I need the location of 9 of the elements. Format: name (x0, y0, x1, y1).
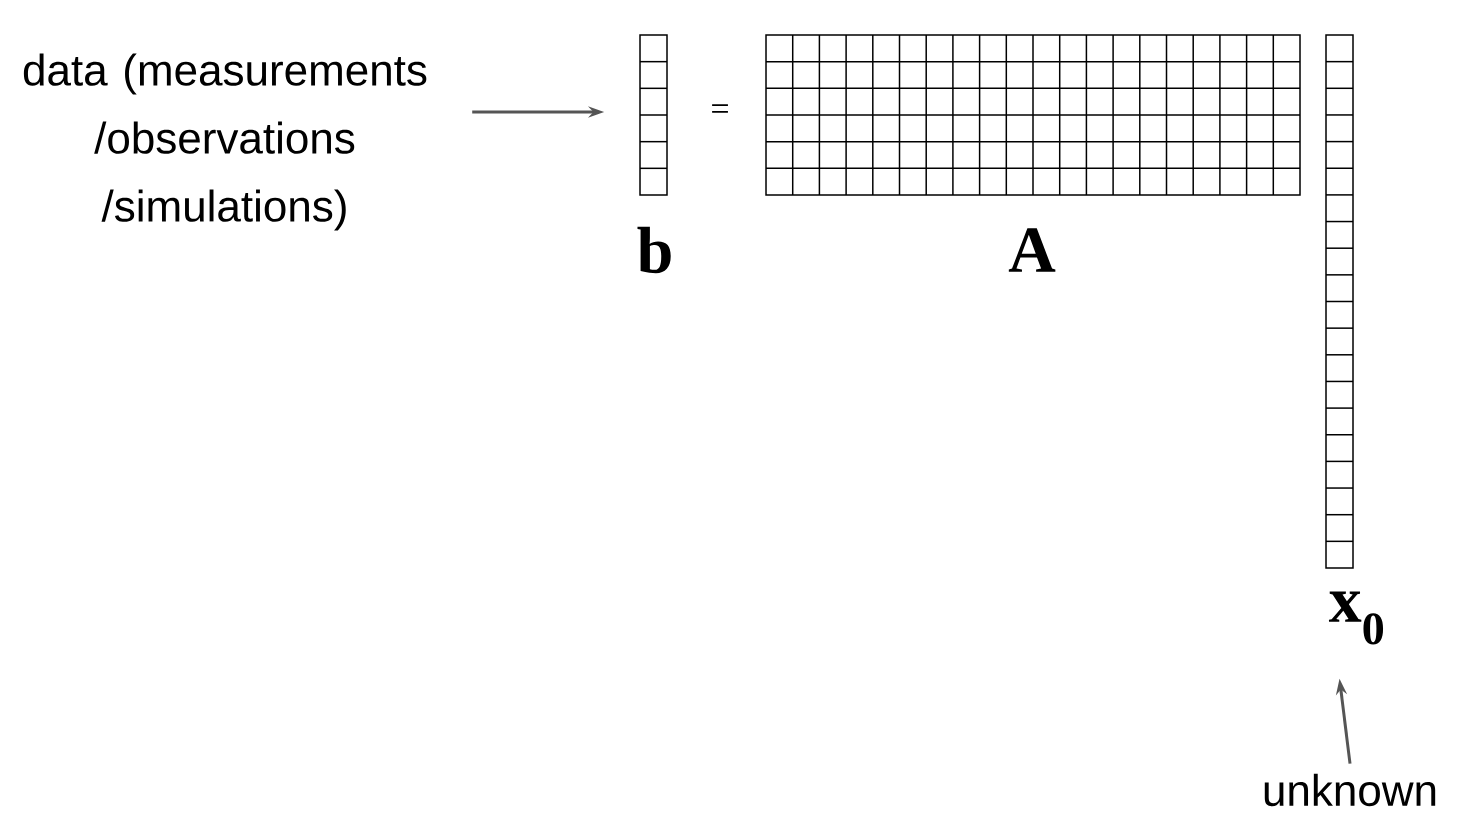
math-symbol: b (637, 226, 671, 274)
math-symbol: A (1008, 228, 1056, 272)
text-label: unknown (1264, 773, 1436, 807)
math-symbol: x$_{0}$ (1328, 591, 1384, 645)
vector-grid (639, 34, 668, 196)
matrix-grid (765, 34, 1301, 196)
text-label: data (measurements /observations /simulations) (23, 53, 427, 231)
vector-grid (1325, 34, 1354, 569)
equals-sign: = (712, 104, 728, 113)
